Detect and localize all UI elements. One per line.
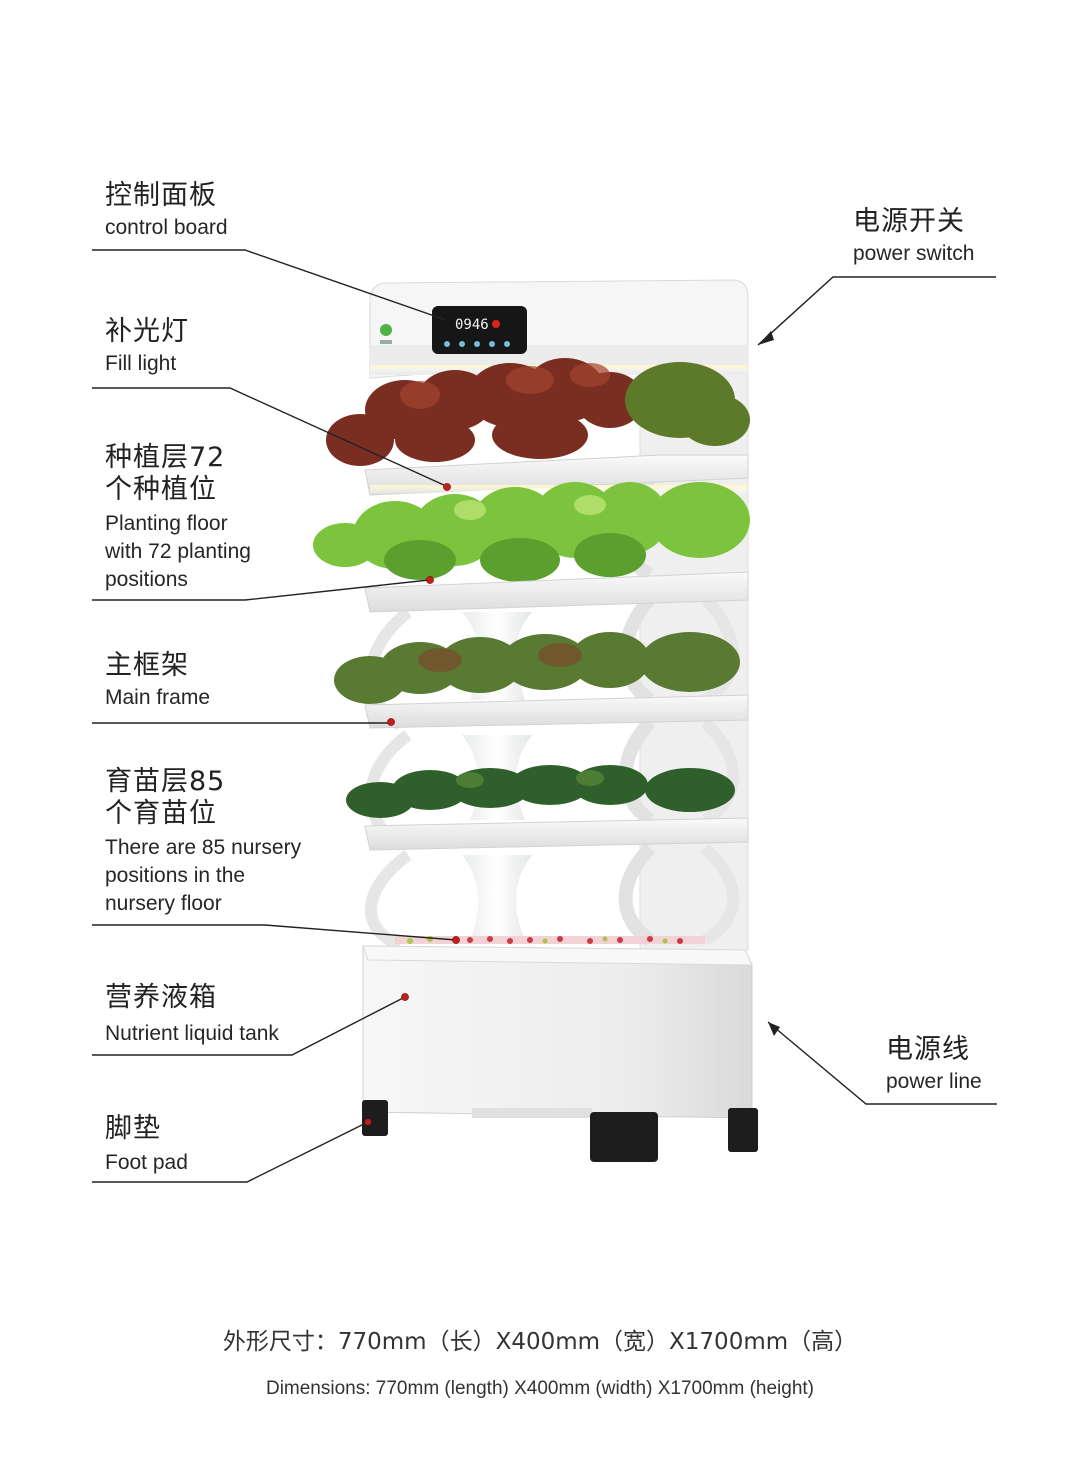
label-control-board: 控制面板 control board: [105, 180, 228, 242]
marker-nursery-floor: [452, 936, 460, 944]
label-main-frame: 主框架 Main frame: [105, 650, 210, 712]
label-planting-floor-en: Planting floor with 72 planting position…: [105, 512, 251, 591]
label-nutrient-tank-cn: 营养液箱: [105, 982, 217, 1013]
sprouts: [395, 936, 705, 944]
label-power-line-en: power line: [886, 1070, 982, 1093]
label-power-switch-en: power switch: [853, 242, 975, 265]
label-power-line-cn: 电源线: [886, 1034, 970, 1065]
foot-pads: [362, 1100, 758, 1162]
label-control-board-cn: 控制面板: [105, 180, 217, 211]
marker-foot-pad: [364, 1118, 372, 1126]
marker-main-frame: [387, 718, 395, 726]
panel-display: 0946: [455, 317, 489, 333]
label-fill-light-cn: 补光灯: [105, 316, 189, 347]
label-foot-pad-en: Foot pad: [105, 1151, 188, 1174]
leader-nursery-floor: [92, 924, 457, 941]
marker-nutrient-tank: [401, 993, 409, 1001]
label-planting-floor: 种植层72 个种植位 Planting floor with 72 planti…: [105, 442, 251, 594]
marker-dots: [364, 483, 460, 1126]
label-foot-pad: 脚垫 Foot pad: [105, 1113, 188, 1177]
label-nursery-floor-en: There are 85 nursery positions in the nu…: [105, 836, 302, 915]
label-planting-floor-cn: 种植层72 个种植位: [105, 442, 226, 505]
planting-tier-3: [334, 632, 749, 729]
leader-planting-floor: [92, 579, 430, 601]
planting-tier-1: [326, 358, 750, 496]
leader-foot-pad: [92, 1121, 369, 1183]
label-power-switch-cn: 电源开关: [853, 206, 965, 237]
marker-fill-light: [443, 483, 451, 491]
leader-fill-light: [92, 387, 447, 487]
label-fill-light-en: Fill light: [105, 352, 177, 375]
label-power-line: 电源线 power line: [886, 1034, 982, 1096]
nursery-tier: [346, 765, 749, 851]
leader-power-switch: [757, 276, 996, 346]
dimensions-en: Dimensions: 770mm (length) X400mm (width…: [265, 1378, 815, 1399]
leader-nutrient-tank: [92, 996, 406, 1056]
dimensions-cn: 外形尺寸：770mm（长）X400mm（宽）X1700mm（高）: [222, 1329, 858, 1355]
label-nursery-floor-cn: 育苗层85 个育苗位: [105, 766, 226, 829]
control-board: 0946: [432, 306, 527, 354]
leader-lines: [92, 249, 997, 1183]
nutrient-tank: [362, 945, 753, 1119]
label-main-frame-cn: 主框架: [105, 650, 189, 681]
label-nutrient-tank: 营养液箱 Nutrient liquid tank: [105, 982, 279, 1048]
arrowheads: [758, 331, 780, 1036]
leader-control-board: [92, 249, 447, 321]
label-nutrient-tank-en: Nutrient liquid tank: [105, 1022, 279, 1045]
planting-tier-2: [313, 482, 750, 613]
label-main-frame-en: Main frame: [105, 686, 211, 709]
leader-power-line: [767, 1021, 997, 1105]
label-control-board-en: control board: [105, 216, 228, 239]
marker-planting-floor: [426, 576, 434, 584]
label-fill-light: 补光灯 Fill light: [105, 316, 189, 378]
power-line-arrow: [768, 1022, 780, 1036]
label-foot-pad-cn: 脚垫: [105, 1113, 161, 1144]
power-switch-arrow: [758, 331, 774, 345]
label-nursery-floor: 育苗层85 个育苗位 There are 85 nursery position…: [105, 766, 301, 918]
label-power-switch: 电源开关 power switch: [853, 206, 974, 268]
brand-logo: [380, 324, 392, 344]
